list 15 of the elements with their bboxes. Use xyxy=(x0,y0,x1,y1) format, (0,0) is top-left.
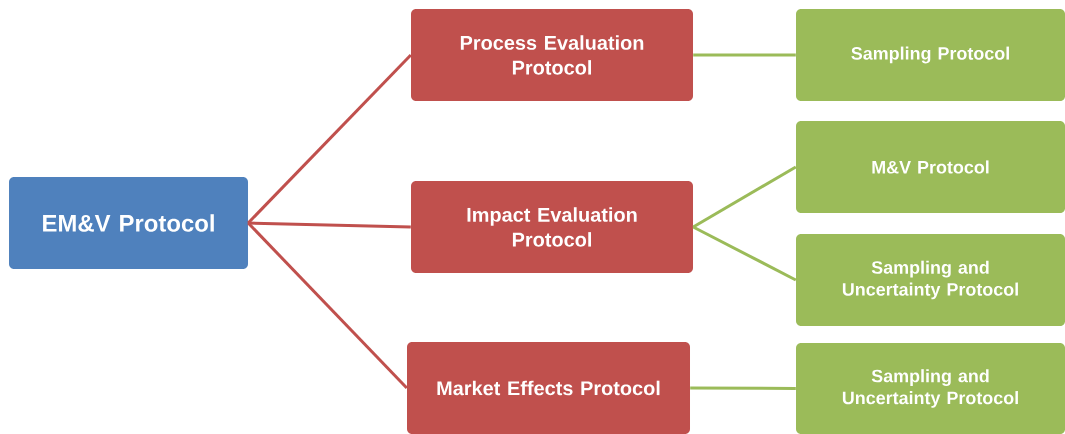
connector-line xyxy=(247,221,408,390)
result-box: M&V Protocol xyxy=(796,121,1065,213)
connector-line xyxy=(247,53,412,225)
result-box: Sampling and Uncertainty Protocol xyxy=(796,234,1065,326)
connector-line xyxy=(693,53,796,57)
process-box: Impact Evaluation Protocol xyxy=(411,181,693,273)
connector-line xyxy=(692,165,797,229)
connector-line xyxy=(692,225,797,282)
process-box: Process Evaluation Protocol xyxy=(411,9,693,101)
connector-line xyxy=(248,221,411,229)
root-box: EM&V Protocol xyxy=(9,177,248,269)
result-box: Sampling Protocol xyxy=(796,9,1065,101)
process-box: Market Effects Protocol xyxy=(407,342,690,434)
result-box: Sampling and Uncertainty Protocol xyxy=(796,343,1065,434)
connector-line xyxy=(690,386,796,390)
